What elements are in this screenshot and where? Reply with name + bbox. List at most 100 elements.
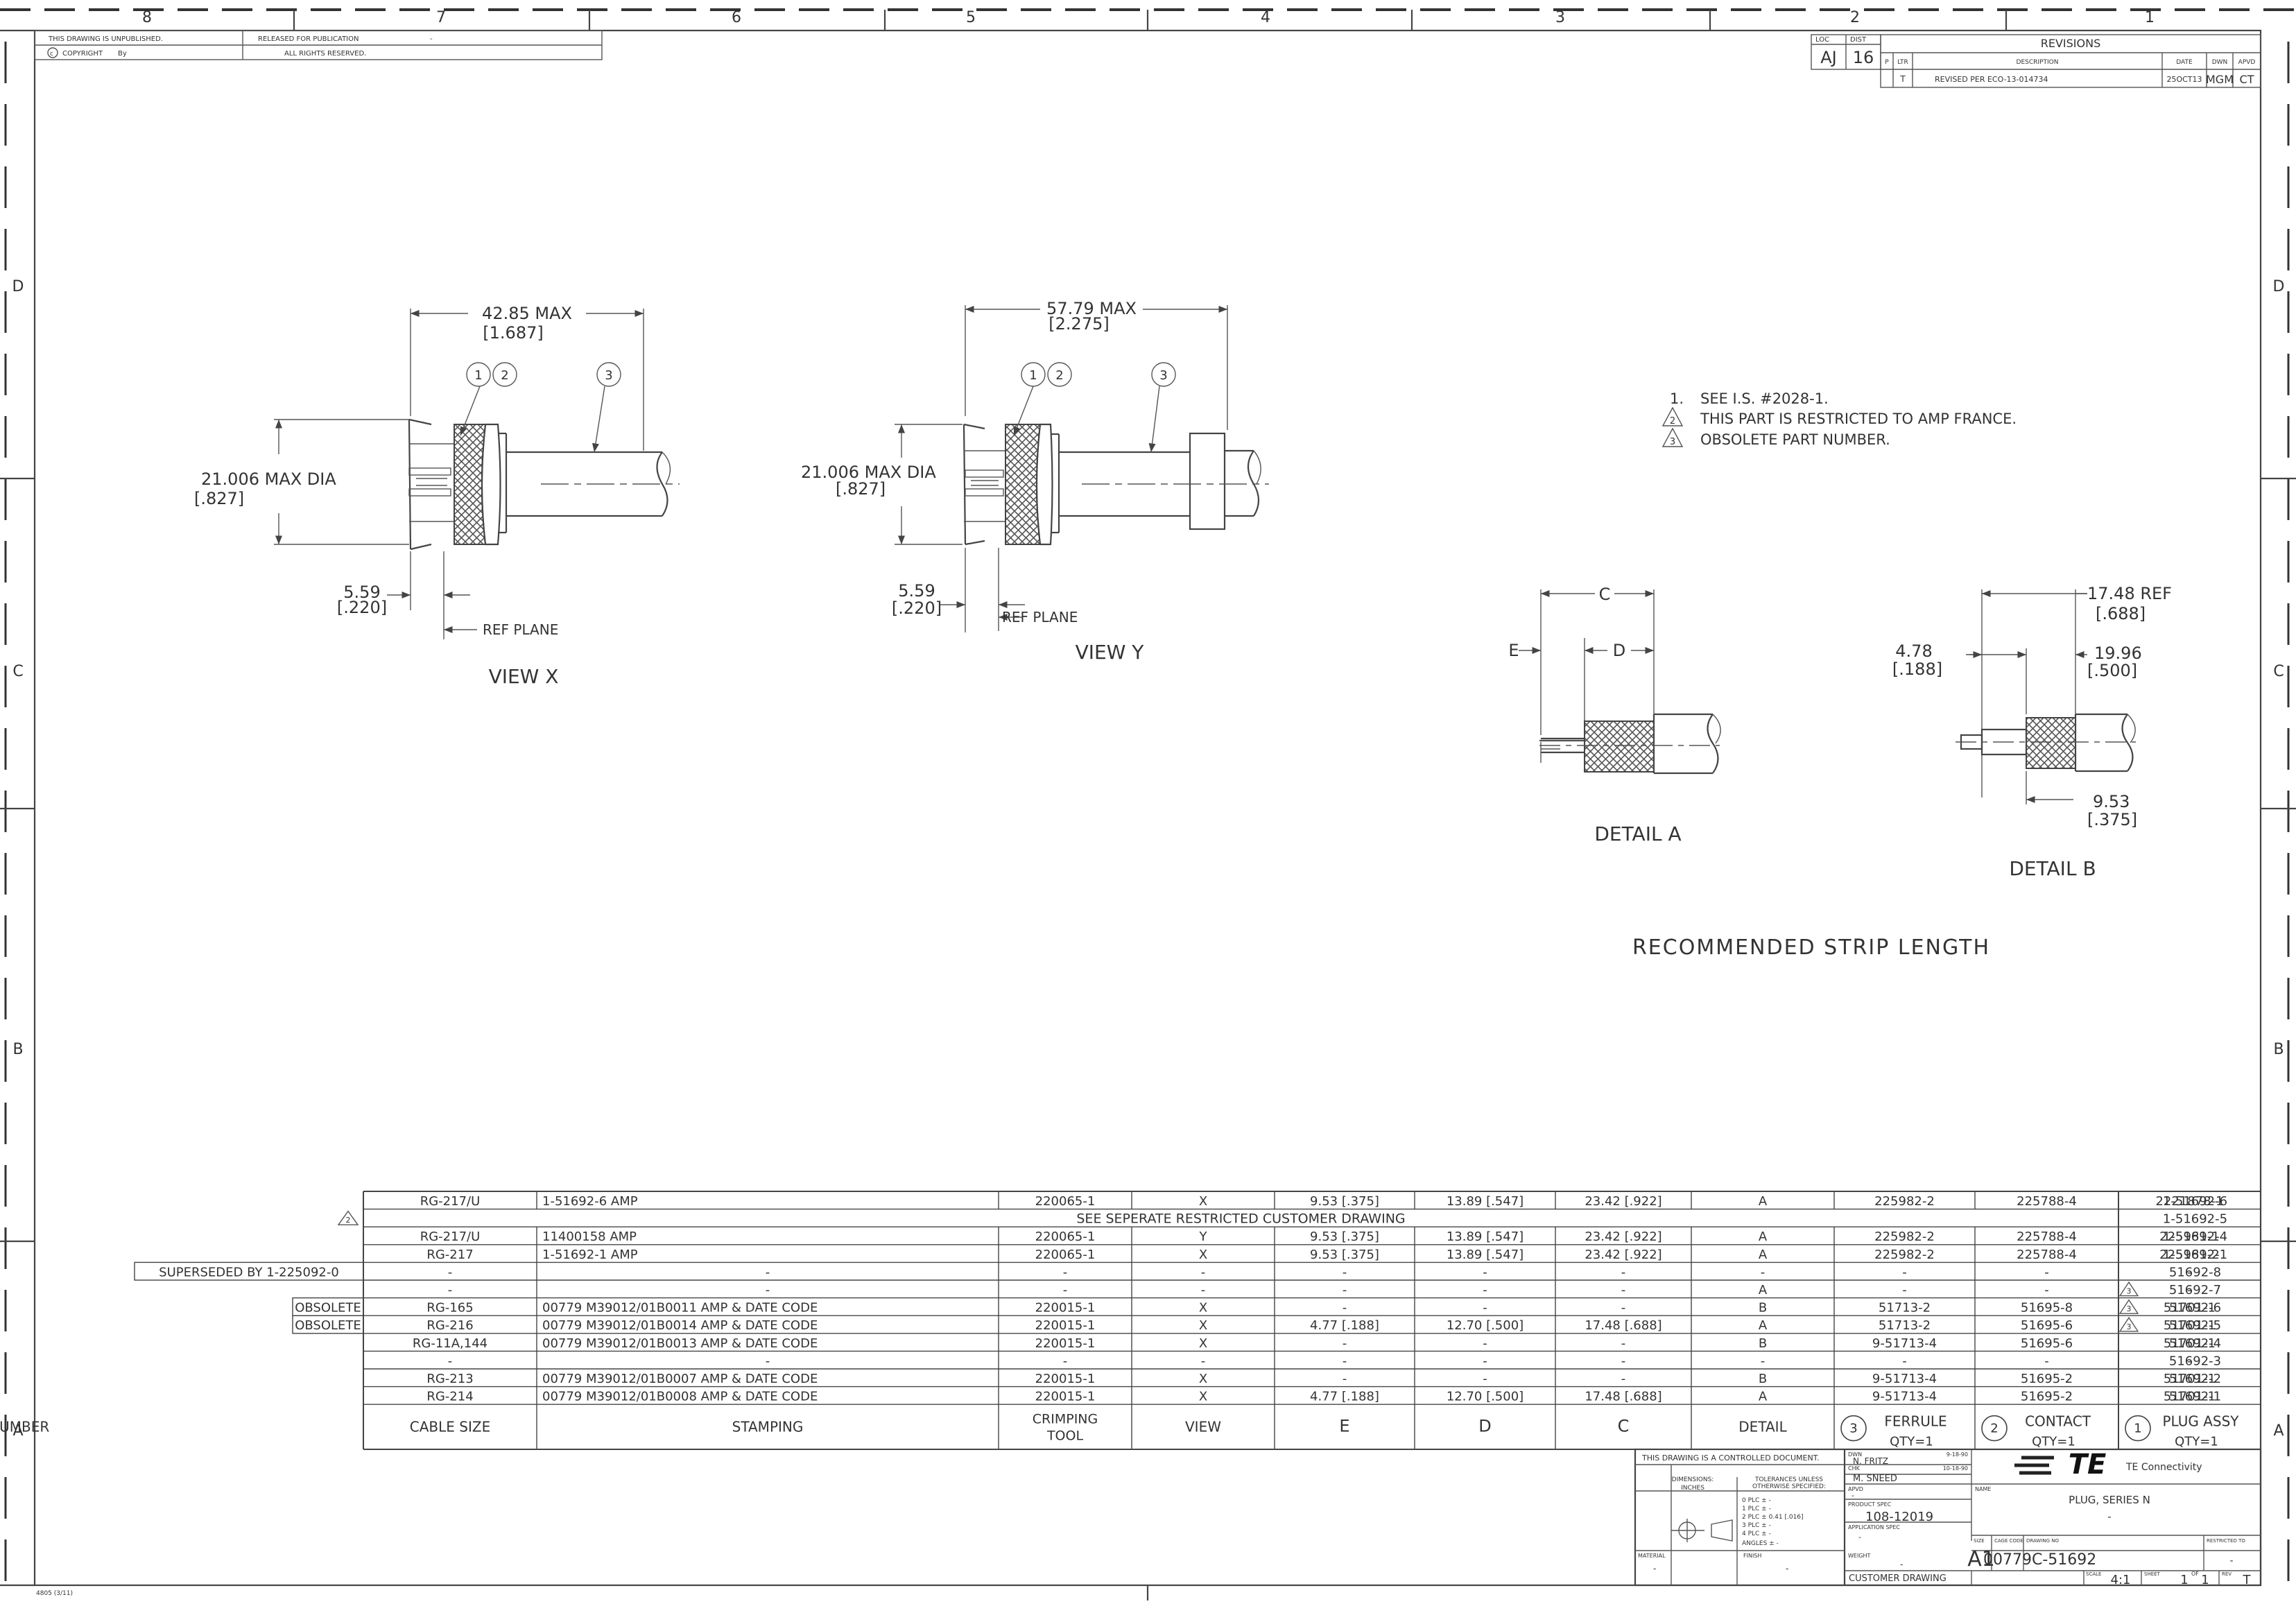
- rev-label: REV: [2222, 1571, 2232, 1577]
- table-cell-e: -: [1343, 1372, 1347, 1386]
- table-cell-d: 13.89 [.547]: [1447, 1248, 1524, 1262]
- restricted-to-value: -: [2229, 1555, 2233, 1567]
- apvd-value: -: [1852, 1491, 1854, 1500]
- table-cell-cable: RG-11A,144: [413, 1336, 487, 1351]
- note-3-triangle: [1661, 427, 1684, 447]
- table-cell-part: 1-51692-4: [2163, 1230, 2227, 1244]
- app-spec-label: APPLICATION SPEC: [1848, 1524, 1900, 1530]
- revisions-title: REVISIONS: [2041, 37, 2100, 50]
- table-left-note: OBSOLETE: [295, 1301, 361, 1315]
- detail-b-bot-mm: 9.53: [2093, 792, 2130, 811]
- dist-label: DIST: [1850, 36, 1867, 44]
- table-cell-stamping: -: [766, 1283, 770, 1297]
- form-number: 4805 (3/11): [36, 1590, 73, 1597]
- table-cell-plug: 225981-2: [2159, 1248, 2220, 1262]
- table-cell-plug: 2221878-1: [2155, 1194, 2223, 1209]
- zone-label-side: D: [2273, 278, 2285, 295]
- table-cell-e: -: [1343, 1265, 1347, 1279]
- table-cell-d: 13.89 [.547]: [1447, 1194, 1524, 1209]
- scale-label: SCALE: [2086, 1571, 2101, 1577]
- table-cell-cable: RG-214: [426, 1390, 473, 1404]
- view-y-overall-mm: 57.79 MAX: [1046, 299, 1137, 318]
- table-cell-part: 51692-7: [2169, 1283, 2221, 1297]
- table-cell-stamping: 00779 M39012/01B0008 AMP & DATE CODE: [542, 1390, 818, 1404]
- zone-label-top: 7: [436, 9, 446, 26]
- copyright-text: COPYRIGHT: [62, 50, 103, 58]
- cage-code-value: 00779: [1983, 1551, 2032, 1569]
- table-cell-cable: -: [448, 1265, 453, 1279]
- note-2-number: 2: [1670, 416, 1675, 426]
- table-cell-tool: 220065-1: [1035, 1194, 1096, 1209]
- header-c: C: [1618, 1417, 1630, 1436]
- view-x-overall-in: [1.687]: [483, 323, 543, 343]
- table-cell-plug: 225981-1: [2159, 1230, 2220, 1244]
- header-ferrule-balloon: [1840, 1415, 1867, 1442]
- balloon-3: 3: [1159, 368, 1167, 383]
- detail-b-title: DETAIL B: [2009, 857, 2096, 880]
- table-cell-stamping: -: [766, 1354, 770, 1368]
- table-cell-detail: B: [1759, 1301, 1767, 1315]
- view-x-dia-in: [.827]: [194, 489, 244, 508]
- header-ferrule-qty: QTY=1: [1890, 1435, 1933, 1449]
- view-y-ref-plane: REF PLANE: [1002, 609, 1078, 625]
- header-plug-assy: PLUG ASSY: [2163, 1413, 2240, 1430]
- header-d: D: [1478, 1417, 1491, 1436]
- table-cell-e: 9.53 [.375]: [1310, 1230, 1379, 1244]
- zone-labels: 8 7 6 5 4 3 2 1 D C B A D C B A: [12, 9, 2285, 1440]
- detail-b-mid-mm: 19.96: [2094, 644, 2142, 663]
- restricted-triangle: [337, 1210, 359, 1225]
- detail-b-ref-in: [.688]: [2096, 604, 2146, 623]
- table-cell-stamping: 00779 M39012/01B0011 AMP & DATE CODE: [542, 1301, 818, 1315]
- scale-value: 4:1: [2111, 1573, 2131, 1587]
- view-x-drawing: [274, 309, 680, 639]
- obsolete-triangle-number: 3: [2127, 1322, 2132, 1331]
- rev-dwn: MGM: [2206, 73, 2234, 86]
- header-part-number: PART NUMBER: [0, 1419, 49, 1435]
- table-cell-c: 17.48 [.688]: [1585, 1390, 1661, 1404]
- table-cell-contact: 51695-6: [2021, 1318, 2073, 1333]
- sheet-border: [0, 8, 2296, 1602]
- table-cell-tool: 220015-1: [1035, 1301, 1096, 1315]
- table-cell-c: 23.42 [.922]: [1585, 1248, 1661, 1262]
- table-cell-d: -: [1483, 1336, 1487, 1351]
- table-cell-e: -: [1343, 1301, 1347, 1315]
- tolerance-plc: 0 PLC ± -: [1742, 1497, 1771, 1504]
- table-cell-e: 9.53 [.375]: [1310, 1248, 1379, 1262]
- table-cell-e: -: [1343, 1354, 1347, 1368]
- restricted-triangle-number: 2: [346, 1216, 351, 1225]
- table-cell-ferrule: 225982-2: [1874, 1194, 1935, 1209]
- dwn-label: DWN: [1848, 1451, 1862, 1458]
- table-cell-stamping: -: [766, 1265, 770, 1279]
- loc-value: AJ: [1820, 48, 1837, 67]
- chk-date: 10-18-90: [1943, 1465, 1968, 1472]
- view-y-dia-in: [.827]: [836, 479, 886, 499]
- table-cell-d: -: [1483, 1354, 1487, 1368]
- table-cell-contact: 51695-2: [2021, 1390, 2073, 1404]
- tolerance-plc: 3 PLC ± -: [1742, 1522, 1771, 1529]
- table-cell-view: X: [1199, 1336, 1207, 1351]
- size-label: SIZE: [1974, 1538, 1985, 1544]
- table-cell-part: 51692-5: [2169, 1318, 2221, 1333]
- table-cell-view: X: [1199, 1390, 1207, 1404]
- material-value: -: [1653, 1564, 1656, 1573]
- material-label: MATERIAL: [1638, 1553, 1666, 1559]
- rev-date: 25OCT13: [2166, 75, 2202, 84]
- table-cell-contact: 225788-4: [2017, 1194, 2077, 1209]
- zone-label-top: 4: [1261, 9, 1270, 26]
- tolerance-label-2: OTHERWISE SPECIFIED:: [1752, 1483, 1826, 1490]
- tolerance-plc: 1 PLC ± -: [1742, 1505, 1771, 1512]
- table-cell-cable: RG-165: [426, 1301, 473, 1315]
- table-span-cell: SEE SEPERATE RESTRICTED CUSTOMER DRAWING: [1076, 1211, 1405, 1227]
- view-x-title: VIEW X: [489, 665, 559, 688]
- header-e: E: [1339, 1417, 1349, 1436]
- rev-value: T: [2243, 1573, 2252, 1587]
- balloon-1: 1: [474, 368, 482, 383]
- table-cell-view: -: [1201, 1354, 1206, 1368]
- table-cell-plug: 51701-1: [2164, 1390, 2216, 1404]
- zone-label-side: B: [2273, 1041, 2284, 1058]
- table-cell-d: 12.70 [.500]: [1447, 1390, 1524, 1404]
- customer-drawing: CUSTOMER DRAWING: [1849, 1573, 1947, 1584]
- balloon-3: 3: [605, 368, 612, 383]
- table-cell-cable: -: [448, 1354, 453, 1368]
